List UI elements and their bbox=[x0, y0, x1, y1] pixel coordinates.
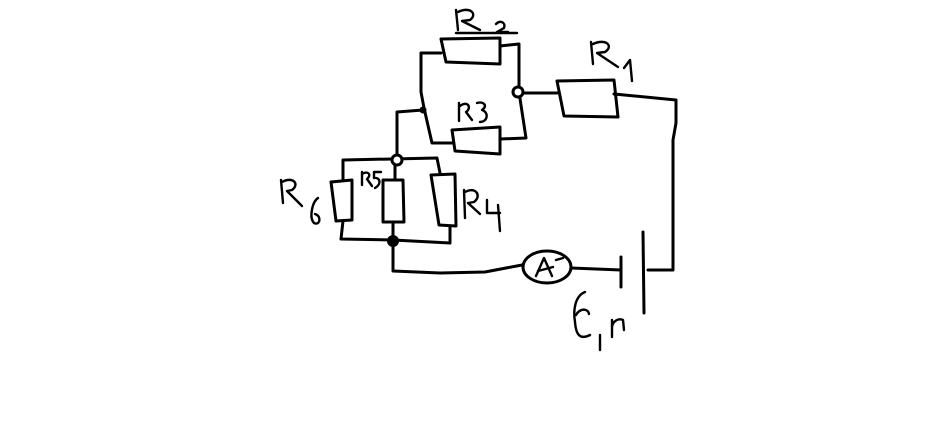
ammeter bbox=[521, 249, 573, 285]
label-r2-letter: R bbox=[453, 3, 477, 43]
label-r6-sub: 6 bbox=[302, 186, 316, 211]
label-source-r: r bbox=[601, 289, 615, 329]
label-source-separator: , bbox=[590, 289, 601, 329]
r3-sub-glyph bbox=[475, 101, 488, 124]
ammeter-a-glyph bbox=[534, 256, 565, 278]
r4-r5-r6-parallel-block bbox=[329, 153, 458, 247]
label-r4-sub: 4 bbox=[485, 195, 499, 220]
emf-epsilon-glyph bbox=[573, 290, 592, 339]
wire-lower-block-top-rail bbox=[341, 156, 442, 183]
wire-r2r3-left-rail bbox=[419, 51, 454, 145]
resistor-r1 bbox=[555, 78, 620, 119]
resistor-r3 bbox=[450, 125, 502, 156]
r6-sub-glyph bbox=[310, 196, 321, 225]
emf-r-glyph bbox=[610, 318, 626, 339]
label-r2-sub: 2 bbox=[477, 15, 491, 40]
resistor-r6 bbox=[329, 178, 354, 223]
emf-source bbox=[619, 230, 646, 315]
r2-r3-parallel-block bbox=[419, 31, 528, 156]
label-r4-letter: R bbox=[461, 183, 485, 223]
label-r6-letter: R bbox=[278, 174, 302, 214]
r2-letter-glyph bbox=[454, 8, 482, 32]
r3-letter-glyph bbox=[457, 101, 474, 123]
r4-letter-glyph bbox=[462, 188, 482, 220]
r5-sub-glyph bbox=[372, 170, 383, 190]
label-ammeter-symbol: A bbox=[538, 254, 553, 279]
label-source-emf: ε bbox=[572, 289, 590, 329]
label-r1-sub: 1 bbox=[612, 47, 626, 72]
resistor-r5 bbox=[381, 178, 406, 224]
r1-sub-glyph bbox=[622, 58, 634, 83]
junction-node-lower-top bbox=[390, 153, 404, 167]
label-r3-letter: R bbox=[456, 98, 471, 123]
r6-letter-glyph bbox=[279, 178, 304, 208]
r1-letter-glyph bbox=[589, 40, 620, 69]
r4-sub-glyph bbox=[485, 198, 502, 233]
source-long-plate bbox=[641, 230, 646, 315]
label-r1-letter: R bbox=[588, 35, 612, 75]
r5-letter-glyph bbox=[360, 170, 374, 188]
wire-r1-to-right-rail bbox=[612, 92, 678, 272]
r1-branch bbox=[521, 78, 678, 272]
wire-link-top-to-lower-block bbox=[395, 108, 425, 162]
label-r5-letter: R bbox=[359, 167, 372, 188]
label-r3-sub: 3 bbox=[471, 101, 482, 122]
r2-sub-glyph bbox=[494, 20, 510, 34]
resistor-r2 bbox=[439, 36, 502, 66]
resistor-r4 bbox=[429, 172, 458, 228]
wire-lower-block-to-ammeter bbox=[391, 239, 524, 275]
wire-ammeter-to-source bbox=[569, 266, 623, 272]
junction-node-right bbox=[511, 85, 525, 99]
label-r5-sub: 5 bbox=[372, 167, 383, 188]
